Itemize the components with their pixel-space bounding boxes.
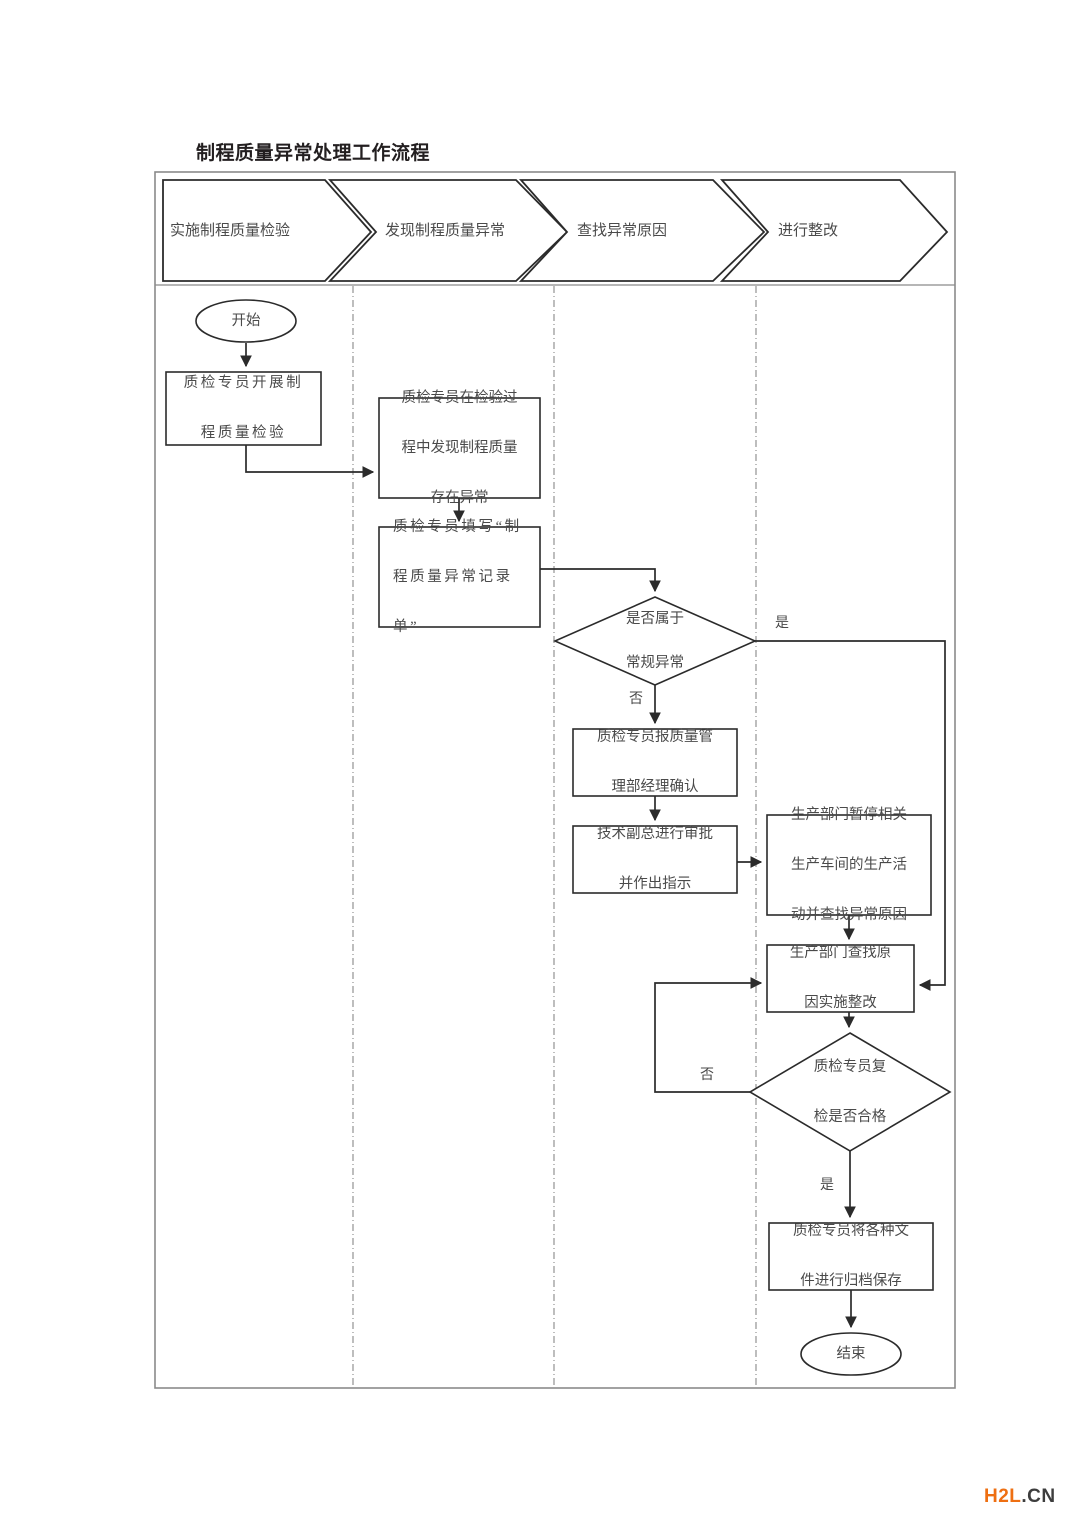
edge-record-to-decision [540,568,661,593]
edge-routine-yes [755,640,946,991]
node-end [800,1332,902,1376]
node-vp-approve [572,825,738,894]
node-found [378,397,541,499]
lane-dividers [352,286,757,1387]
node-start [195,299,297,343]
page-title: 制程质量异常处理工作流程 [196,143,431,164]
phase-label-4: 进行整改 [778,223,839,239]
watermark-tld: .CN [1021,1486,1056,1507]
node-rectify [766,944,915,1013]
watermark: H2L.CN [984,1486,1056,1508]
phase-chevron-4 [719,179,949,282]
edge-label-routine-yes: 是 [775,616,789,631]
phase-label-1: 实施制程质量检验 [170,223,291,239]
phase-banner [162,179,949,282]
node-halt-prod [766,814,932,916]
phase-chevron-3 [518,179,766,282]
phase-chevron-1 [162,179,373,282]
edge-inspect-to-found [245,445,375,478]
phase-chevron-2 [327,179,569,282]
node-record [378,526,541,628]
edge-label-recheck-yes: 是 [820,1178,834,1193]
watermark-brand: H2L [984,1486,1022,1507]
node-inspect [165,371,322,446]
node-report-mgr [572,728,738,797]
diagram-frame [154,171,956,1389]
edge-label-recheck-no: 否 [700,1068,714,1083]
edge-recheck-no [654,977,763,1093]
phase-label-3: 查找异常原因 [577,223,668,239]
edge-label-routine-no: 否 [629,692,643,707]
node-archive [768,1222,934,1291]
phase-label-2: 发现制程质量异常 [385,223,506,239]
